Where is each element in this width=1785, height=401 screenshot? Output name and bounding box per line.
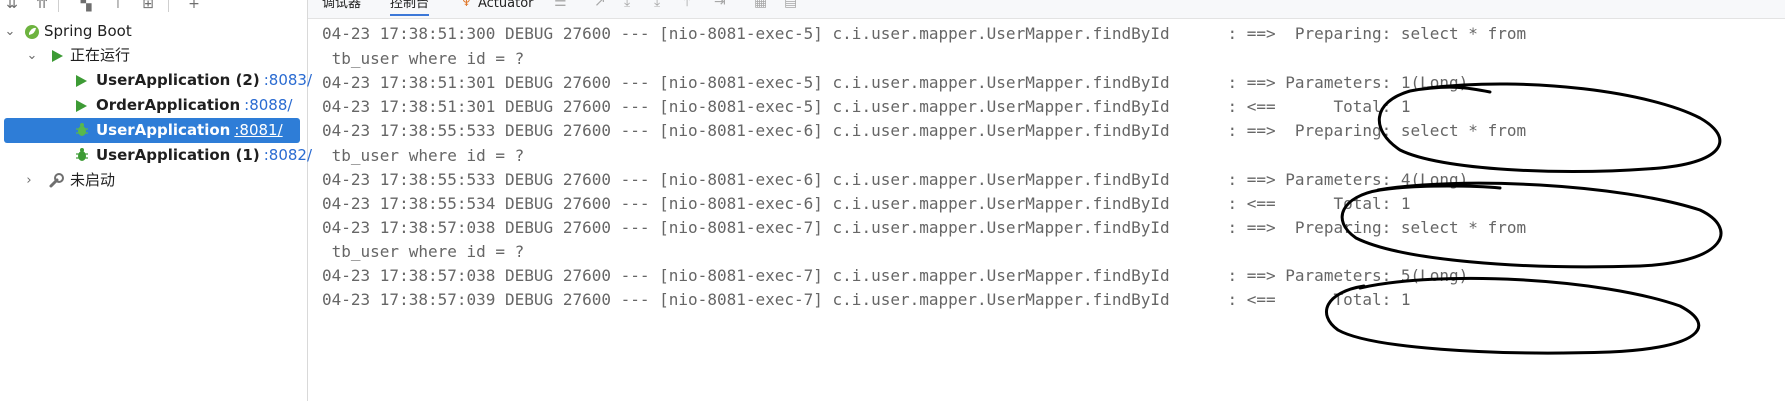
add-service-icon[interactable]: +: [188, 0, 200, 12]
tree-node-label: 未启动: [70, 171, 116, 189]
log-line: 04-23 17:38:51:301 DEBUG 27600 --- [nio-…: [322, 73, 1469, 92]
tree-node-label: Spring Boot: [44, 22, 132, 40]
app-name: UserApplication (2): [96, 71, 260, 89]
app-port-link[interactable]: :8081/: [234, 121, 283, 139]
spring-boot-icon: [25, 25, 39, 39]
services-panel: ⇊ ⇈ ▚ ⊤ ⊞ + ⌄ Spring Boot ⌄ 正在运行 UserApp…: [0, 0, 312, 401]
tab-actuator[interactable]: Actuator: [478, 0, 534, 11]
run-icon: [76, 100, 87, 112]
log-line: tb_user where id = ?: [322, 146, 525, 165]
menu-icon[interactable]: ☰: [554, 0, 567, 10]
run-to-cursor-icon[interactable]: ⇥: [714, 0, 726, 10]
log-line: 04-23 17:38:55:533 DEBUG 27600 --- [nio-…: [322, 170, 1469, 189]
tree-node-app[interactable]: UserApplication (1):8082/: [0, 143, 312, 168]
tab-debugger[interactable]: 调试器: [322, 0, 362, 11]
evaluate-icon[interactable]: ▤: [784, 0, 798, 10]
tree-node-spring-boot[interactable]: ⌄ Spring Boot: [0, 19, 307, 44]
step-over-icon[interactable]: ↗: [594, 0, 606, 10]
log-line: 04-23 17:38:55:533 DEBUG 27600 --- [nio-…: [322, 121, 1527, 140]
tab-console[interactable]: 控制台: [390, 0, 430, 16]
step-out-icon[interactable]: ⤒: [684, 0, 691, 10]
collapse-all-icon[interactable]: ⇊: [6, 0, 18, 12]
debug-bug-icon: [76, 123, 88, 136]
table-icon[interactable]: ▦: [754, 0, 768, 10]
log-line: 04-23 17:38:57:038 DEBUG 27600 --- [nio-…: [322, 266, 1469, 285]
console-output[interactable]: 04-23 17:38:51:300 DEBUG 27600 --- [nio-…: [308, 20, 1785, 401]
log-line: 04-23 17:38:55:534 DEBUG 27600 --- [nio-…: [322, 194, 1411, 213]
step-into-icon[interactable]: ⤓: [624, 0, 631, 10]
log-line: 04-23 17:38:51:300 DEBUG 27600 --- [nio-…: [322, 24, 1527, 43]
actuator-icon: ♆: [460, 0, 473, 10]
tree-node-not-started[interactable]: › 未启动: [0, 168, 307, 193]
debug-tabs: 调试器 控制台 ♆ Actuator ☰ ↗ ⤓ ⤓ ⤒ ⇥ ▦ ▤: [308, 0, 1785, 19]
log-line: 04-23 17:38:51:301 DEBUG 27600 --- [nio-…: [322, 97, 1411, 116]
wrench-icon: [49, 173, 64, 188]
tree-node-app-selected[interactable]: UserApplication:8081/: [4, 118, 300, 143]
log-line: 04-23 17:38:57:039 DEBUG 27600 --- [nio-…: [322, 290, 1411, 309]
log-line: 04-23 17:38:57:038 DEBUG 27600 --- [nio-…: [322, 218, 1527, 237]
force-step-into-icon[interactable]: ⤓: [654, 0, 661, 10]
app-name: UserApplication (1): [96, 146, 260, 164]
app-name: OrderApplication: [96, 96, 241, 114]
log-line: tb_user where id = ?: [322, 49, 525, 68]
app-port-link[interactable]: :8083/: [263, 71, 313, 89]
layout-icon[interactable]: ⊞: [142, 0, 154, 12]
run-icon: [76, 75, 87, 87]
log-line: tb_user where id = ?: [322, 242, 525, 261]
tree-node-app[interactable]: UserApplication (2):8083/: [0, 68, 312, 93]
tree-node-label: 正在运行: [70, 46, 131, 64]
app-port-link[interactable]: :8088/: [244, 96, 293, 114]
debug-bug-icon: [76, 148, 88, 161]
services-toolbar: ⇊ ⇈ ▚ ⊤ ⊞ +: [0, 0, 307, 14]
filter-icon[interactable]: ⊤: [111, 0, 125, 12]
run-icon: [52, 50, 63, 62]
chevron-down-icon[interactable]: ⌄: [4, 24, 16, 39]
app-name: UserApplication: [96, 121, 231, 139]
group-by-icon[interactable]: ▚: [80, 0, 92, 12]
app-port-link[interactable]: :8082/: [263, 146, 313, 164]
tree-node-app[interactable]: OrderApplication:8088/: [0, 93, 307, 118]
chevron-down-icon[interactable]: ⌄: [26, 48, 38, 63]
toolbar-divider: [168, 0, 169, 12]
chevron-right-icon[interactable]: ›: [26, 173, 32, 188]
expand-all-icon[interactable]: ⇈: [36, 0, 48, 12]
tree-node-running[interactable]: ⌄ 正在运行: [0, 43, 307, 68]
toolbar-divider: [58, 0, 59, 12]
